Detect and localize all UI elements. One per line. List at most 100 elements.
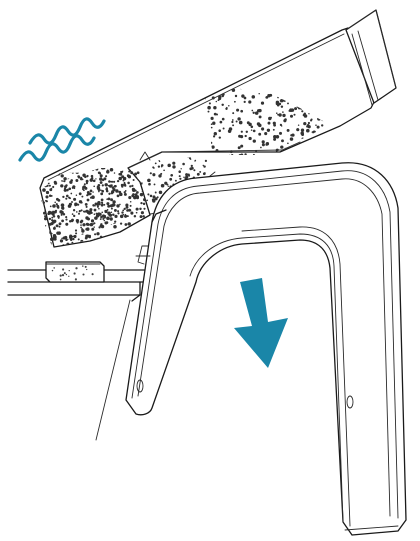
speckle-dot <box>265 158 268 161</box>
speckle-dot <box>98 102 102 106</box>
speckle-dot <box>140 193 143 196</box>
speckle-dot <box>100 218 102 220</box>
speckle-dot <box>73 215 75 217</box>
small-block <box>46 262 104 282</box>
speckle-dot <box>59 226 61 228</box>
speckle-dot <box>46 101 49 104</box>
speckle-dot <box>114 220 116 222</box>
speckle-dot <box>258 133 261 136</box>
speckle-dot <box>240 154 243 157</box>
speckle-dot <box>232 112 234 114</box>
speckle-dot <box>49 158 52 161</box>
speckle-dot <box>43 240 46 243</box>
speckle-dot <box>93 185 95 187</box>
speckle-dot <box>86 269 87 270</box>
speckle-dot <box>290 134 292 136</box>
speckle-dot <box>111 211 113 213</box>
speckle-dot <box>190 95 192 97</box>
speckle-dot <box>170 174 173 177</box>
speckle-dot <box>279 132 282 135</box>
speckle-dot <box>64 272 66 274</box>
speckle-dot <box>141 211 144 214</box>
speckle-dot <box>85 228 88 231</box>
speckle-dot <box>204 85 207 88</box>
speckle-dot <box>49 153 51 155</box>
speckle-dot <box>326 146 328 148</box>
speckle-dot <box>102 214 105 217</box>
speckle-dot <box>186 176 188 178</box>
speckle-dot <box>180 90 183 93</box>
speckle-dot <box>221 94 224 97</box>
speckle-dot <box>166 91 169 94</box>
speckle-dot <box>50 107 52 109</box>
speckle-dot <box>228 105 230 107</box>
speckle-dot <box>48 127 50 129</box>
speckle-dot <box>265 97 267 99</box>
speckle-dot <box>73 209 75 211</box>
speckle-dot <box>181 92 183 94</box>
speckle-dot <box>287 129 290 132</box>
speckle-dot <box>180 168 181 169</box>
speckle-dot <box>87 111 90 114</box>
speckle-dot <box>90 223 93 226</box>
speckle-dot <box>97 206 99 208</box>
speckle-dot <box>328 145 330 147</box>
speckle-dot <box>113 120 116 123</box>
speckle-dot <box>189 154 191 156</box>
speckle-dot <box>290 164 292 166</box>
speckle-dot <box>127 222 130 225</box>
speckle-dot <box>42 241 45 244</box>
speckle-dot <box>85 203 88 206</box>
speckle-dot <box>276 163 278 165</box>
speckle-dot <box>73 101 75 103</box>
speckle-dot <box>52 204 56 208</box>
speckle-dot <box>98 86 101 89</box>
speckle-dot <box>334 132 336 134</box>
speckle-dot <box>97 129 101 133</box>
speckle-dot <box>45 225 47 227</box>
speckle-dot <box>145 226 147 228</box>
speckle-dot <box>65 219 67 221</box>
speckle-dot <box>264 132 267 135</box>
speckle-dot <box>77 153 80 156</box>
speckle-dot <box>150 195 153 198</box>
speckle-dot <box>100 181 103 184</box>
speckle-dot <box>90 197 92 199</box>
speckle-dot <box>184 154 185 155</box>
speckle-dot <box>139 208 141 210</box>
speckle-dot <box>42 247 45 250</box>
speckle-dot <box>61 143 64 146</box>
speckle-dot <box>130 103 132 105</box>
speckle-dot <box>73 198 76 201</box>
speckle-dot <box>211 123 213 125</box>
speckle-dot <box>102 218 104 220</box>
speckle-dot <box>93 179 96 182</box>
speckle-dot <box>267 94 270 97</box>
speckle-dot <box>103 204 105 206</box>
speckle-dot <box>226 107 228 109</box>
speckle-dot <box>49 223 52 226</box>
speckle-dot <box>153 167 155 169</box>
speckle-dot <box>140 221 143 224</box>
speckle-dot <box>71 220 73 222</box>
speckle-dot <box>126 207 128 209</box>
speckle-dot <box>160 102 162 104</box>
speckle-dot <box>266 142 269 145</box>
speckle-dot <box>75 179 78 182</box>
speckle-dot <box>90 190 93 193</box>
speckle-dot <box>127 182 130 185</box>
speckle-dot <box>59 88 61 90</box>
speckle-dot <box>111 208 113 210</box>
speckle-dot <box>288 157 291 160</box>
speckle-dot <box>56 232 59 235</box>
speckle-dot <box>306 125 308 127</box>
speckle-dot <box>47 94 50 97</box>
speckle-dot <box>128 170 130 172</box>
speckle-dot <box>223 128 225 130</box>
speckle-dot <box>82 265 83 266</box>
speckle-dot <box>80 221 83 224</box>
speckle-dot <box>80 224 82 226</box>
speckle-dot <box>250 166 251 167</box>
speckle-dot <box>96 243 99 246</box>
speckle-dot <box>61 214 63 216</box>
